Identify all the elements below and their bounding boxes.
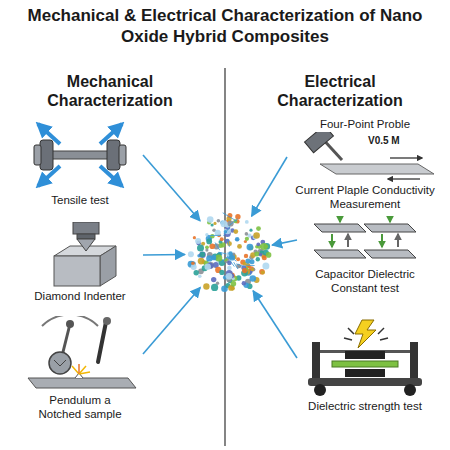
connector-arrow bbox=[253, 291, 297, 358]
test-method: Four-Point ProbleCurrent Plaple Conducti… bbox=[290, 116, 440, 212]
test-method: Tensile test bbox=[20, 118, 140, 208]
node-caption: Diamond Indenter bbox=[34, 289, 125, 303]
connector-arrow bbox=[143, 155, 200, 221]
nanocomposite-cluster bbox=[183, 208, 275, 300]
section-heading: Electrical Characterization bbox=[240, 72, 440, 110]
node-caption: Four-Point Proble bbox=[320, 117, 410, 131]
connector-arrow bbox=[272, 240, 297, 245]
test-icon bbox=[20, 316, 140, 392]
connector-arrow bbox=[143, 254, 185, 256]
test-method: Diamond Indenter bbox=[20, 222, 140, 304]
test-method: Capacitor Dielectric Constant test bbox=[300, 214, 430, 296]
test-method: Pendulum a Notched sample bbox=[20, 316, 140, 422]
test-icon bbox=[300, 318, 430, 398]
node-caption: Tensile test bbox=[51, 193, 109, 207]
node-caption: Pendulum a Notched sample bbox=[33, 393, 128, 421]
test-icon bbox=[20, 118, 140, 192]
section-heading: Mechanical Characterization bbox=[10, 72, 210, 110]
test-method: Dielectric strength test bbox=[300, 318, 430, 414]
connector-arrow bbox=[143, 287, 200, 354]
particle-cluster bbox=[183, 208, 275, 300]
test-icon bbox=[20, 222, 140, 288]
node-caption: Dielectric strength test bbox=[308, 399, 422, 413]
diagram-title: Mechanical & Electrical Characterization… bbox=[5, 5, 445, 47]
voltage-label: V0.5 M bbox=[368, 135, 400, 146]
test-icon bbox=[290, 132, 440, 182]
test-icon bbox=[300, 214, 430, 266]
node-caption: Current Plaple Conductivity Measurement bbox=[295, 183, 435, 211]
node-caption: Capacitor Dielectric Constant test bbox=[300, 267, 430, 295]
connector-arrow bbox=[252, 157, 287, 216]
